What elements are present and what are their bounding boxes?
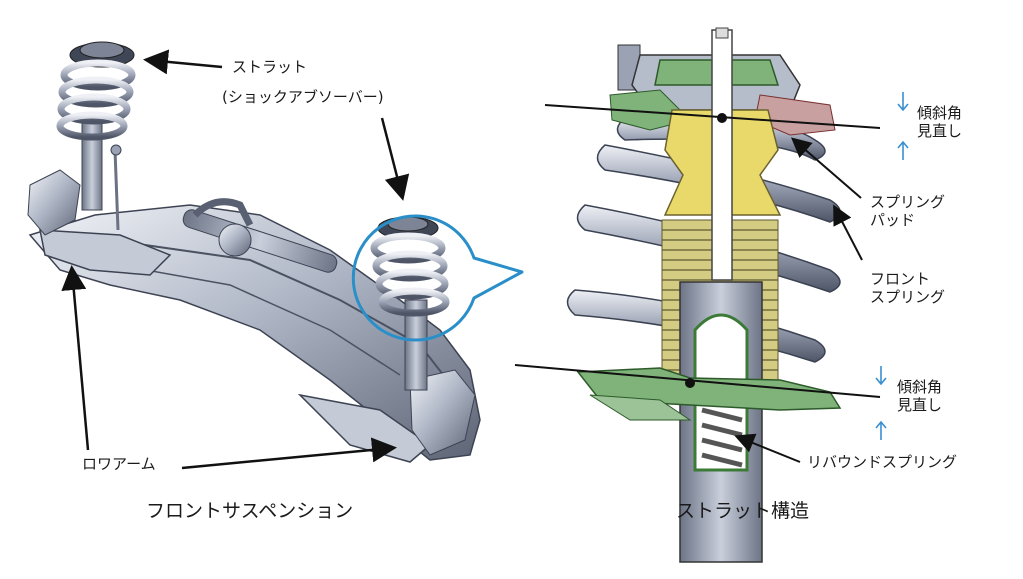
right-leaders [514, 104, 881, 463]
label-tilt-top-line1: 傾斜角 [917, 104, 963, 122]
callout-bubble [351, 214, 524, 342]
label-tilt-top: 傾斜角 見直し [917, 104, 962, 140]
label-strut: ストラット [232, 58, 307, 76]
label-tilt-top-line2: 見直し [917, 122, 963, 140]
label-spring-pad: スプリング パッド [870, 193, 945, 229]
label-front-spring: フロント スプリング [870, 270, 945, 306]
label-front-spring-line2: スプリング [870, 288, 946, 306]
label-rebound-spring-text: リバウンドスプリング [807, 453, 958, 471]
label-strut-line2: (ショックアブソーバー) [222, 88, 384, 106]
strut-cutaway [566, 27, 842, 563]
caption-strut-structure: ストラット構造 [676, 496, 809, 523]
left-strut [56, 41, 136, 211]
label-front-spring-line1: フロント [870, 270, 931, 288]
label-rebound-spring: リバウンドスプリング [807, 453, 957, 471]
label-spring-pad-line2: パッド [870, 211, 916, 229]
caption-strut-structure-text: ストラット構造 [676, 500, 810, 522]
label-lower-arm-text: ロワアーム [82, 455, 156, 473]
left-arrows [61, 49, 410, 470]
caption-front-suspension: フロントサスペンション [146, 496, 353, 523]
label-tilt-bottom-line2: 見直し [897, 396, 943, 414]
caption-front-suspension-text: フロントサスペンション [146, 500, 354, 522]
label-strut-line1: ストラット [232, 58, 308, 76]
tilt-arrows [875, 92, 909, 440]
label-tilt-bottom-line1: 傾斜角 [897, 378, 943, 396]
label-tilt-bottom: 傾斜角 見直し [897, 378, 942, 414]
front-suspension-drawing [27, 41, 524, 463]
right-strut [370, 216, 450, 391]
label-lower-arm: ロワアーム [82, 455, 156, 473]
label-shock-absorber: (ショックアブソーバー) [222, 88, 384, 106]
label-spring-pad-line1: スプリング [870, 193, 946, 211]
